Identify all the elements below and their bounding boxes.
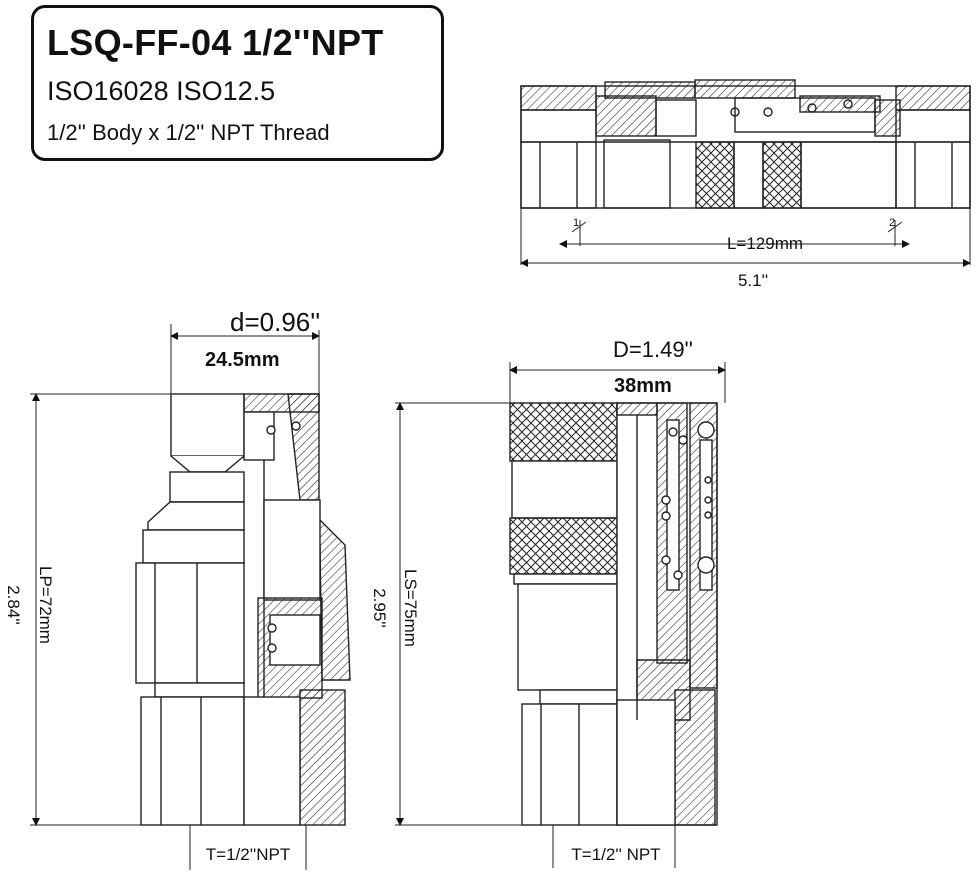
- standards-text: ISO16028 ISO12.5: [47, 76, 276, 106]
- assembly-dimensions: [520, 208, 971, 267]
- socket-diameter-inch-label: D=1.49'': [613, 337, 693, 362]
- plug-drawing: [135, 393, 351, 826]
- product-title: LSQ-FF-04 1/2''NPT: [47, 22, 384, 63]
- coupling-assembly-drawing: [520, 79, 971, 209]
- plug-dimensions: [30, 324, 320, 870]
- socket-diameter-mm-label: 38mm: [614, 375, 672, 397]
- socket-length-label: LS=75mm: [401, 569, 420, 647]
- plug-length-inch-label: 2.84'': [4, 585, 23, 625]
- assembly-length-label: L=129mm: [727, 234, 803, 253]
- plug-thread-label: T=1/2''NPT: [206, 845, 290, 864]
- plug-diameter-inch-label: d=0.96'': [230, 307, 320, 337]
- assembly-length-inch-label: 5.1'': [738, 271, 768, 290]
- socket-thread-label: T=1/2'' NPT: [571, 845, 660, 864]
- plug-length-label: LP=72mm: [36, 566, 55, 644]
- assembly-marker-1: 1: [573, 217, 579, 229]
- plug-diameter-mm-label: 24.5mm: [205, 349, 280, 371]
- description-text: 1/2'' Body x 1/2'' NPT Thread: [47, 120, 330, 145]
- socket-drawing: [509, 402, 718, 826]
- title-box: LSQ-FF-04 1/2''NPT ISO16028 ISO12.5 1/2'…: [31, 5, 444, 161]
- assembly-marker-2: 2: [889, 217, 895, 229]
- socket-dimensions: [395, 362, 726, 868]
- socket-length-inch-label: 2.95'': [370, 588, 389, 628]
